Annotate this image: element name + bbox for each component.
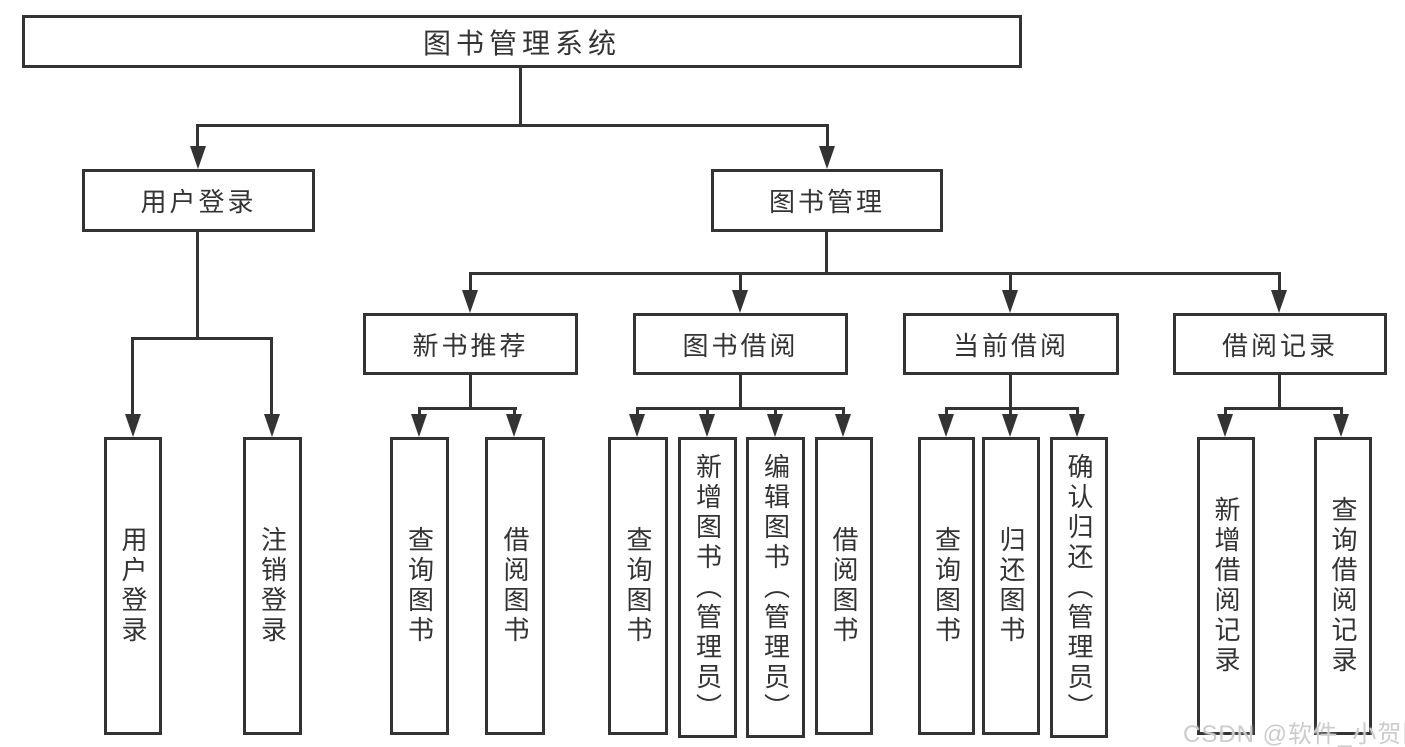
connector-vline [418,407,421,419]
node-borrowing-records: 借阅记录 [1173,313,1387,375]
connector-vline [196,232,199,340]
arrowhead-down-icon [629,414,645,437]
arrowhead-down-icon [1333,414,1349,437]
arrowhead-down-icon [190,146,206,169]
connector-hline [418,407,517,410]
connector-hline [945,407,1079,410]
arrowhead-down-icon [819,146,835,169]
arrowhead-down-icon [411,414,427,437]
arrowhead-down-icon [938,414,954,437]
connector-vline [1009,375,1012,410]
connector-vline [1224,407,1227,419]
connector-vline [739,272,742,292]
node-user-login: 用户登录 [82,169,315,232]
connector-vline [636,407,639,419]
leaf-logout: 注销登录 [243,437,302,735]
connector-hline [1224,407,1343,410]
connector-vline [706,407,709,419]
leaf-query-books-borrowing: 查询图书 [608,437,668,735]
arrowhead-down-icon [462,290,478,313]
connector-vline [196,124,199,148]
leaf-add-book-admin: 新增图书（管理员） [678,437,737,738]
leaf-user-login: 用户登录 [104,437,162,735]
arrowhead-down-icon [699,414,715,437]
arrowhead-down-icon [1002,290,1018,313]
arrowhead-down-icon [835,414,851,437]
arrowhead-down-icon [125,414,141,437]
connector-hline [131,337,273,340]
connector-vline [270,337,273,417]
arrowhead-down-icon [1217,414,1233,437]
connector-hline [196,124,829,127]
leaf-confirm-return-admin: 确认归还（管理员） [1050,437,1108,738]
leaf-borrow-books-recommend: 借阅图书 [485,437,545,735]
connector-vline [945,407,948,419]
connector-vline [1278,375,1281,410]
arrowhead-down-icon [264,414,280,437]
connector-vline [1009,407,1012,419]
node-book-management: 图书管理 [711,169,943,232]
connector-vline [825,232,828,275]
arrowhead-down-icon [767,414,783,437]
connector-vline [1278,272,1281,292]
arrowhead-down-icon [1002,414,1018,437]
arrowhead-down-icon [1069,414,1085,437]
connector-vline [519,68,522,127]
connector-vline [131,337,134,417]
connector-vline [826,124,829,148]
leaf-query-books-recommend: 查询图书 [390,437,449,735]
leaf-edit-book-admin: 编辑图书（管理员） [746,437,805,738]
node-library-management-system: 图书管理系统 [22,15,1022,68]
leaf-borrow-books-borrowing: 借阅图书 [815,437,873,735]
connector-vline [513,407,516,419]
connector-vline [469,272,472,292]
connector-vline [469,375,472,410]
connector-vline [774,407,777,419]
watermark-text: CSDN @软件_小贺同学 [1183,721,1405,747]
node-book-borrowing: 图书借阅 [633,313,848,375]
arrowhead-down-icon [1271,290,1287,313]
leaf-return-book: 归还图书 [982,437,1040,735]
leaf-add-borrow-record: 新增借阅记录 [1197,437,1255,735]
connector-vline [1076,407,1079,419]
connector-vline [1009,272,1012,292]
leaf-query-borrow-record: 查询借阅记录 [1314,437,1372,735]
connector-vline [1340,407,1343,419]
connector-vline [739,375,742,410]
arrowhead-down-icon [506,414,522,437]
connector-vline [842,407,845,419]
connector-hline [636,407,845,410]
node-current-borrowing: 当前借阅 [903,313,1119,375]
connector-hline [469,272,1281,275]
leaf-query-books-current: 查询图书 [918,437,975,735]
node-new-book-recommend: 新书推荐 [363,313,578,375]
arrowhead-down-icon [732,290,748,313]
